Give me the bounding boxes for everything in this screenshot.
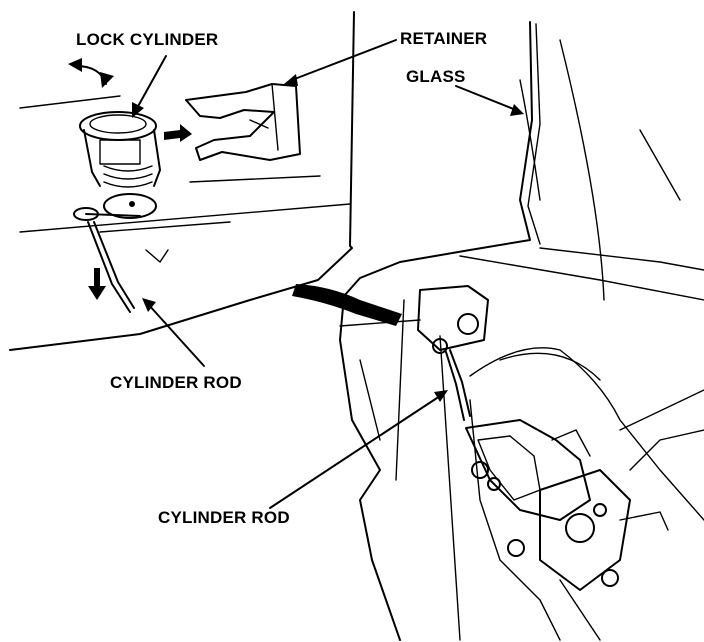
rotate-arrow-icon	[100, 72, 114, 88]
detail-connector-band	[292, 284, 402, 326]
leader-lines	[132, 39, 524, 509]
cylinder-rod-label-upper: CYLINDER ROD	[110, 373, 242, 392]
latch-mechanism	[417, 285, 704, 591]
cylinder-rod-label-lower: CYLINDER ROD	[158, 508, 290, 527]
glass-part	[519, 79, 681, 201]
retainer-label: RETAINER	[400, 29, 488, 48]
move-right-arrow-icon	[164, 124, 192, 142]
door-frame	[339, 21, 704, 641]
retainer-part	[185, 83, 301, 161]
lock-cylinder-label: LOCK CYLINDER	[76, 30, 219, 49]
glass-label: GLASS	[406, 67, 466, 86]
move-down-arrow-icon	[88, 268, 106, 300]
lock-cylinder-part	[68, 58, 192, 219]
cylinder-rod-inset	[73, 207, 231, 313]
detail-inset-panel	[9, 11, 355, 351]
